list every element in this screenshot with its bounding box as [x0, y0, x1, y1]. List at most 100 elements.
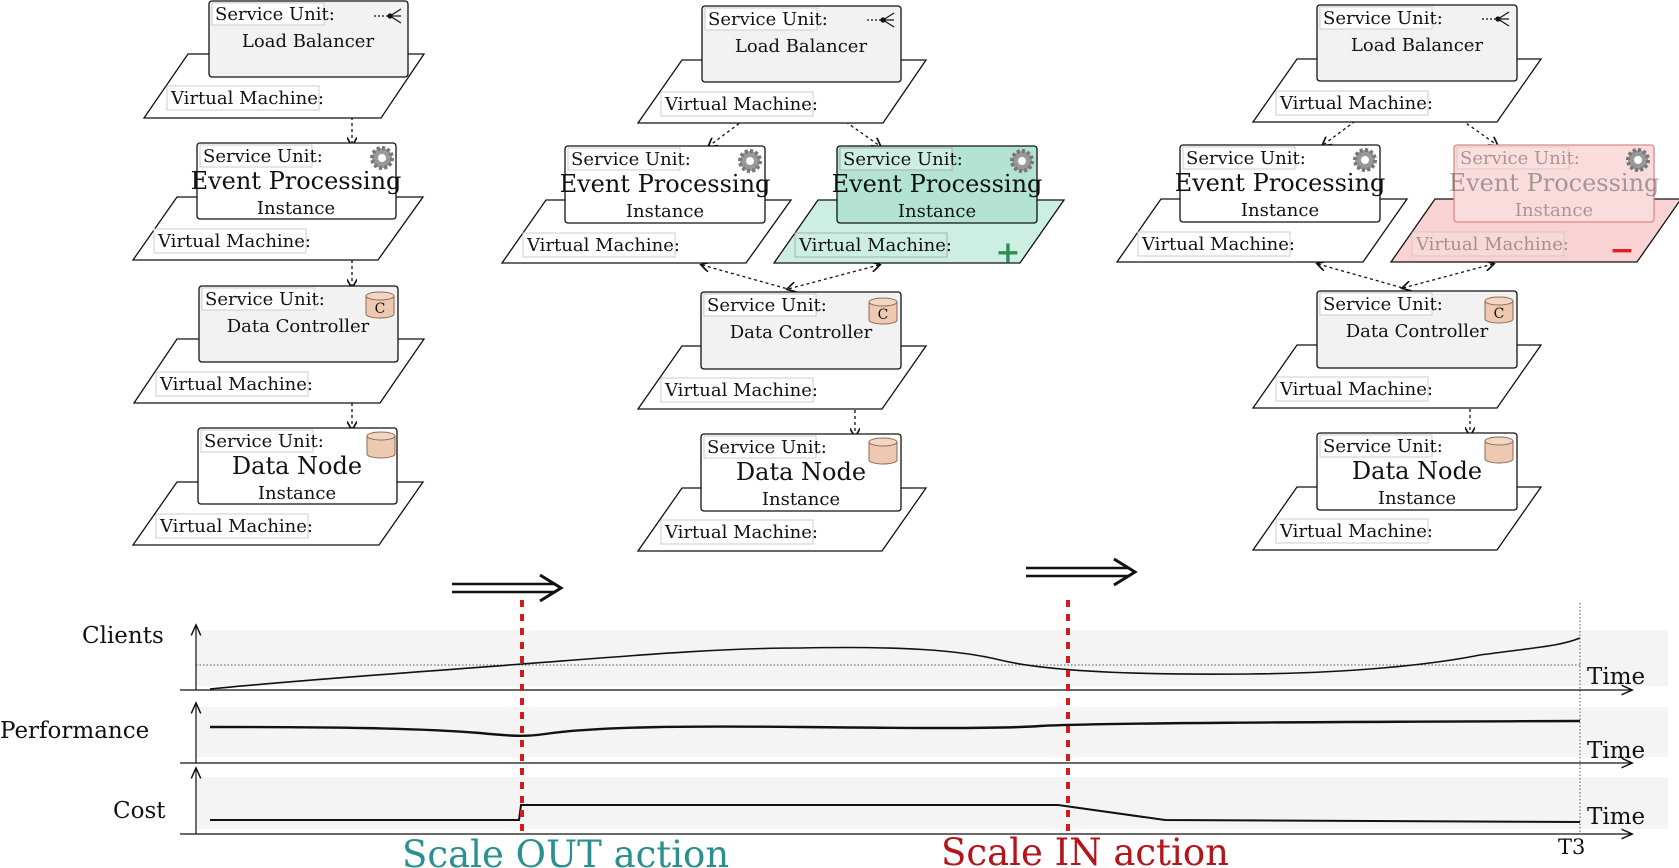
unit-subtitle: Instance: [1378, 488, 1456, 509]
time-label: Time: [1587, 664, 1645, 690]
load-balancer-icon: [867, 12, 895, 28]
unit-subtitle: Instance: [257, 198, 335, 219]
su-label: Service Unit:: [203, 146, 323, 167]
clients-line: [209, 637, 1581, 690]
unit-title: Data Node: [232, 452, 362, 480]
unit-data-node: Virtual Machine: Service Unit: Data Node…: [636, 433, 928, 552]
db-letter: C: [375, 301, 386, 317]
su-label: Service Unit:: [708, 9, 828, 30]
stack-right: Virtual Machine: Service Unit: Load Bala…: [1115, 4, 1679, 551]
vm-label-box: [155, 371, 309, 397]
su-label-box: [1319, 434, 1433, 458]
gear-icon: [1010, 149, 1034, 173]
su-label-box: [703, 435, 817, 459]
plus-icon: +: [995, 235, 1020, 270]
vm-label: Virtual Machine:: [159, 516, 313, 537]
su-label: Service Unit:: [1323, 294, 1443, 315]
su-label-box: [703, 293, 817, 317]
vm-label-box: [522, 232, 676, 258]
unit-subtitle: Instance: [1515, 200, 1593, 221]
su-label: Service Unit:: [1323, 436, 1443, 457]
clients-chart: Clients Time: [82, 623, 1645, 690]
unit-subtitle: Instance: [258, 483, 336, 504]
unit-subtitle: Instance: [762, 489, 840, 510]
scale-in-label: Scale IN action: [941, 831, 1229, 868]
database-controller-icon: C: [365, 291, 395, 319]
su-label-box: [704, 7, 818, 31]
unit-load-balancer: Virtual Machine: Service Unit: Load Bala…: [1251, 4, 1543, 123]
database-icon: [1484, 436, 1514, 464]
transition-arrow-out: [452, 573, 564, 603]
t3-label: T3: [1558, 835, 1585, 859]
database-controller-icon: C: [1484, 296, 1514, 324]
vm-label-box: [153, 228, 307, 254]
su-label: Service Unit:: [571, 149, 691, 170]
unit-event-processing-added: Virtual Machine: + Service Unit: Event P…: [772, 145, 1066, 270]
gear-icon: [1626, 148, 1650, 172]
unit-title: Data Node: [736, 458, 866, 486]
unit-data-controller: Virtual Machine: Service Unit: Data Cont…: [1251, 290, 1543, 409]
su-label-box: [1456, 146, 1570, 170]
unit-data-controller: Virtual Machine: Service Unit: Data Cont…: [636, 291, 928, 410]
database-controller-icon: C: [868, 297, 898, 325]
vm-label: Virtual Machine:: [1141, 234, 1295, 255]
unit-load-balancer: Virtual Machine: Service Unit: Load Bala…: [142, 0, 426, 119]
performance-band: [195, 707, 1668, 757]
vm-label-box: [660, 377, 814, 403]
load-balancer-icon: [1482, 11, 1510, 27]
connector-ep1-dc: [702, 265, 789, 290]
su-label-box: [1319, 6, 1433, 30]
unit-title: Event Processing: [1449, 169, 1660, 197]
vm-label: Virtual Machine:: [1279, 521, 1433, 542]
su-label: Service Unit:: [843, 149, 963, 170]
gear-icon: [738, 149, 762, 173]
unit-title: Data Controller: [1346, 321, 1489, 342]
unit-title: Data Controller: [730, 322, 873, 343]
vm-label: Virtual Machine:: [1279, 379, 1433, 400]
scale-out-label: Scale OUT action: [402, 833, 729, 868]
database-icon: [868, 437, 898, 465]
unit-load-balancer: Virtual Machine: Service Unit: Load Bala…: [636, 5, 928, 124]
su-label-box: [200, 429, 314, 453]
database-icon: [366, 431, 396, 459]
su-label-box: [1182, 146, 1296, 170]
performance-chart: Performance Time: [0, 704, 1645, 764]
time-label: Time: [1587, 738, 1645, 764]
su-label: Service Unit:: [205, 289, 325, 310]
unit-title: Event Processing: [191, 167, 402, 195]
su-label: Service Unit:: [707, 437, 827, 458]
db-letter: C: [1494, 306, 1505, 322]
vm-label-box: [155, 513, 309, 539]
gear-icon: [370, 146, 394, 170]
su-label-box: [839, 147, 953, 171]
performance-line: [209, 719, 1581, 738]
vm-label: Virtual Machine:: [1415, 234, 1569, 255]
su-label: Service Unit:: [1323, 8, 1443, 29]
unit-title: Data Controller: [227, 316, 370, 337]
vm-label-box: [1275, 90, 1429, 116]
unit-title: Load Balancer: [735, 36, 868, 57]
vm-label-box: [1411, 231, 1565, 257]
transition-arrow-in: [1026, 557, 1138, 587]
unit-title: Event Processing: [832, 170, 1043, 198]
su-label-box: [199, 144, 313, 168]
time-label: Time: [1587, 804, 1645, 830]
unit-title: Data Node: [1352, 457, 1482, 485]
vm-label: Virtual Machine:: [664, 522, 818, 543]
su-label: Service Unit:: [204, 431, 324, 452]
su-label-box: [211, 2, 325, 26]
vm-label-box: [1275, 376, 1429, 402]
db-letter: C: [878, 307, 889, 323]
stack-middle: Virtual Machine: Service Unit: Load Bala…: [500, 5, 1066, 552]
unit-event-processing: Virtual Machine: Service Unit: Event Pro…: [500, 145, 793, 264]
su-label: Service Unit:: [707, 295, 827, 316]
vm-label: Virtual Machine:: [664, 380, 818, 401]
unit-data-controller: Virtual Machine: Service Unit: Data Cont…: [132, 285, 426, 404]
minus-icon: −: [1609, 233, 1634, 268]
clients-label: Clients: [82, 623, 164, 649]
unit-subtitle: Instance: [898, 201, 976, 222]
vm-label: Virtual Machine:: [664, 94, 818, 115]
stack-left: Virtual Machine: Service Unit: Load Bala…: [131, 0, 426, 546]
unit-data-node: Virtual Machine: Service Unit: Data Node…: [1251, 432, 1543, 551]
